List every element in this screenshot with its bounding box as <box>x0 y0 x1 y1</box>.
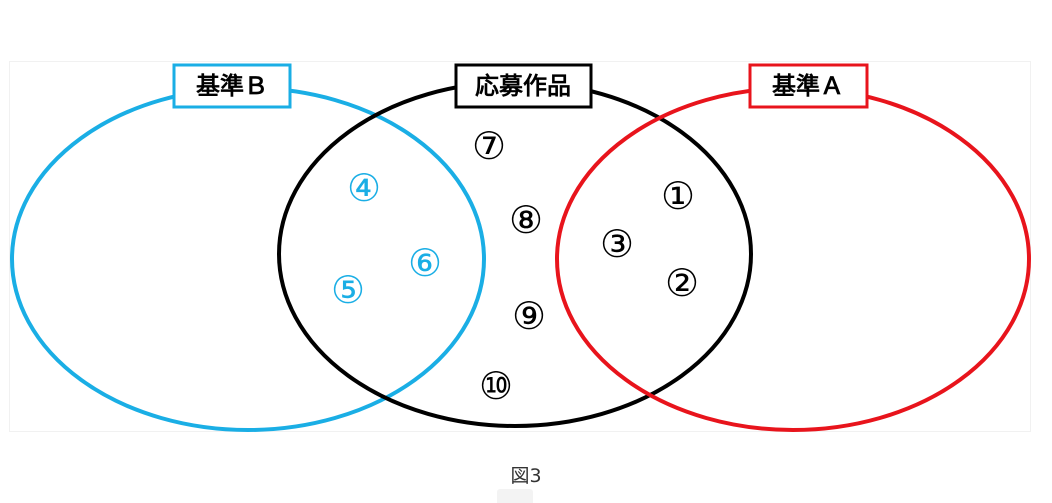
item-6: ⑥ <box>408 241 442 285</box>
criterion-a-label-box <box>748 63 869 109</box>
submissions-label-box <box>454 63 593 109</box>
item-10: ⑩ <box>479 364 513 408</box>
item-8: ⑧ <box>509 198 543 242</box>
item-1: ① <box>661 174 695 218</box>
criterion-b-label-box <box>172 63 292 109</box>
item-5: ⑤ <box>331 268 365 312</box>
item-2: ② <box>665 261 699 305</box>
submissions-ellipse <box>277 80 753 428</box>
criterion-b-label: 基準Ｂ <box>196 72 268 100</box>
item-9: ⑨ <box>512 294 546 338</box>
criterion-a-label: 基準Ａ <box>772 72 844 100</box>
figure-caption: 図3 <box>510 465 542 487</box>
caption-tab <box>497 489 533 503</box>
item-4: ④ <box>347 166 381 210</box>
submissions-label: 応募作品 <box>475 72 571 100</box>
item-3: ③ <box>600 222 634 266</box>
figure-frame <box>9 61 1031 432</box>
item-7: ⑦ <box>472 124 506 168</box>
